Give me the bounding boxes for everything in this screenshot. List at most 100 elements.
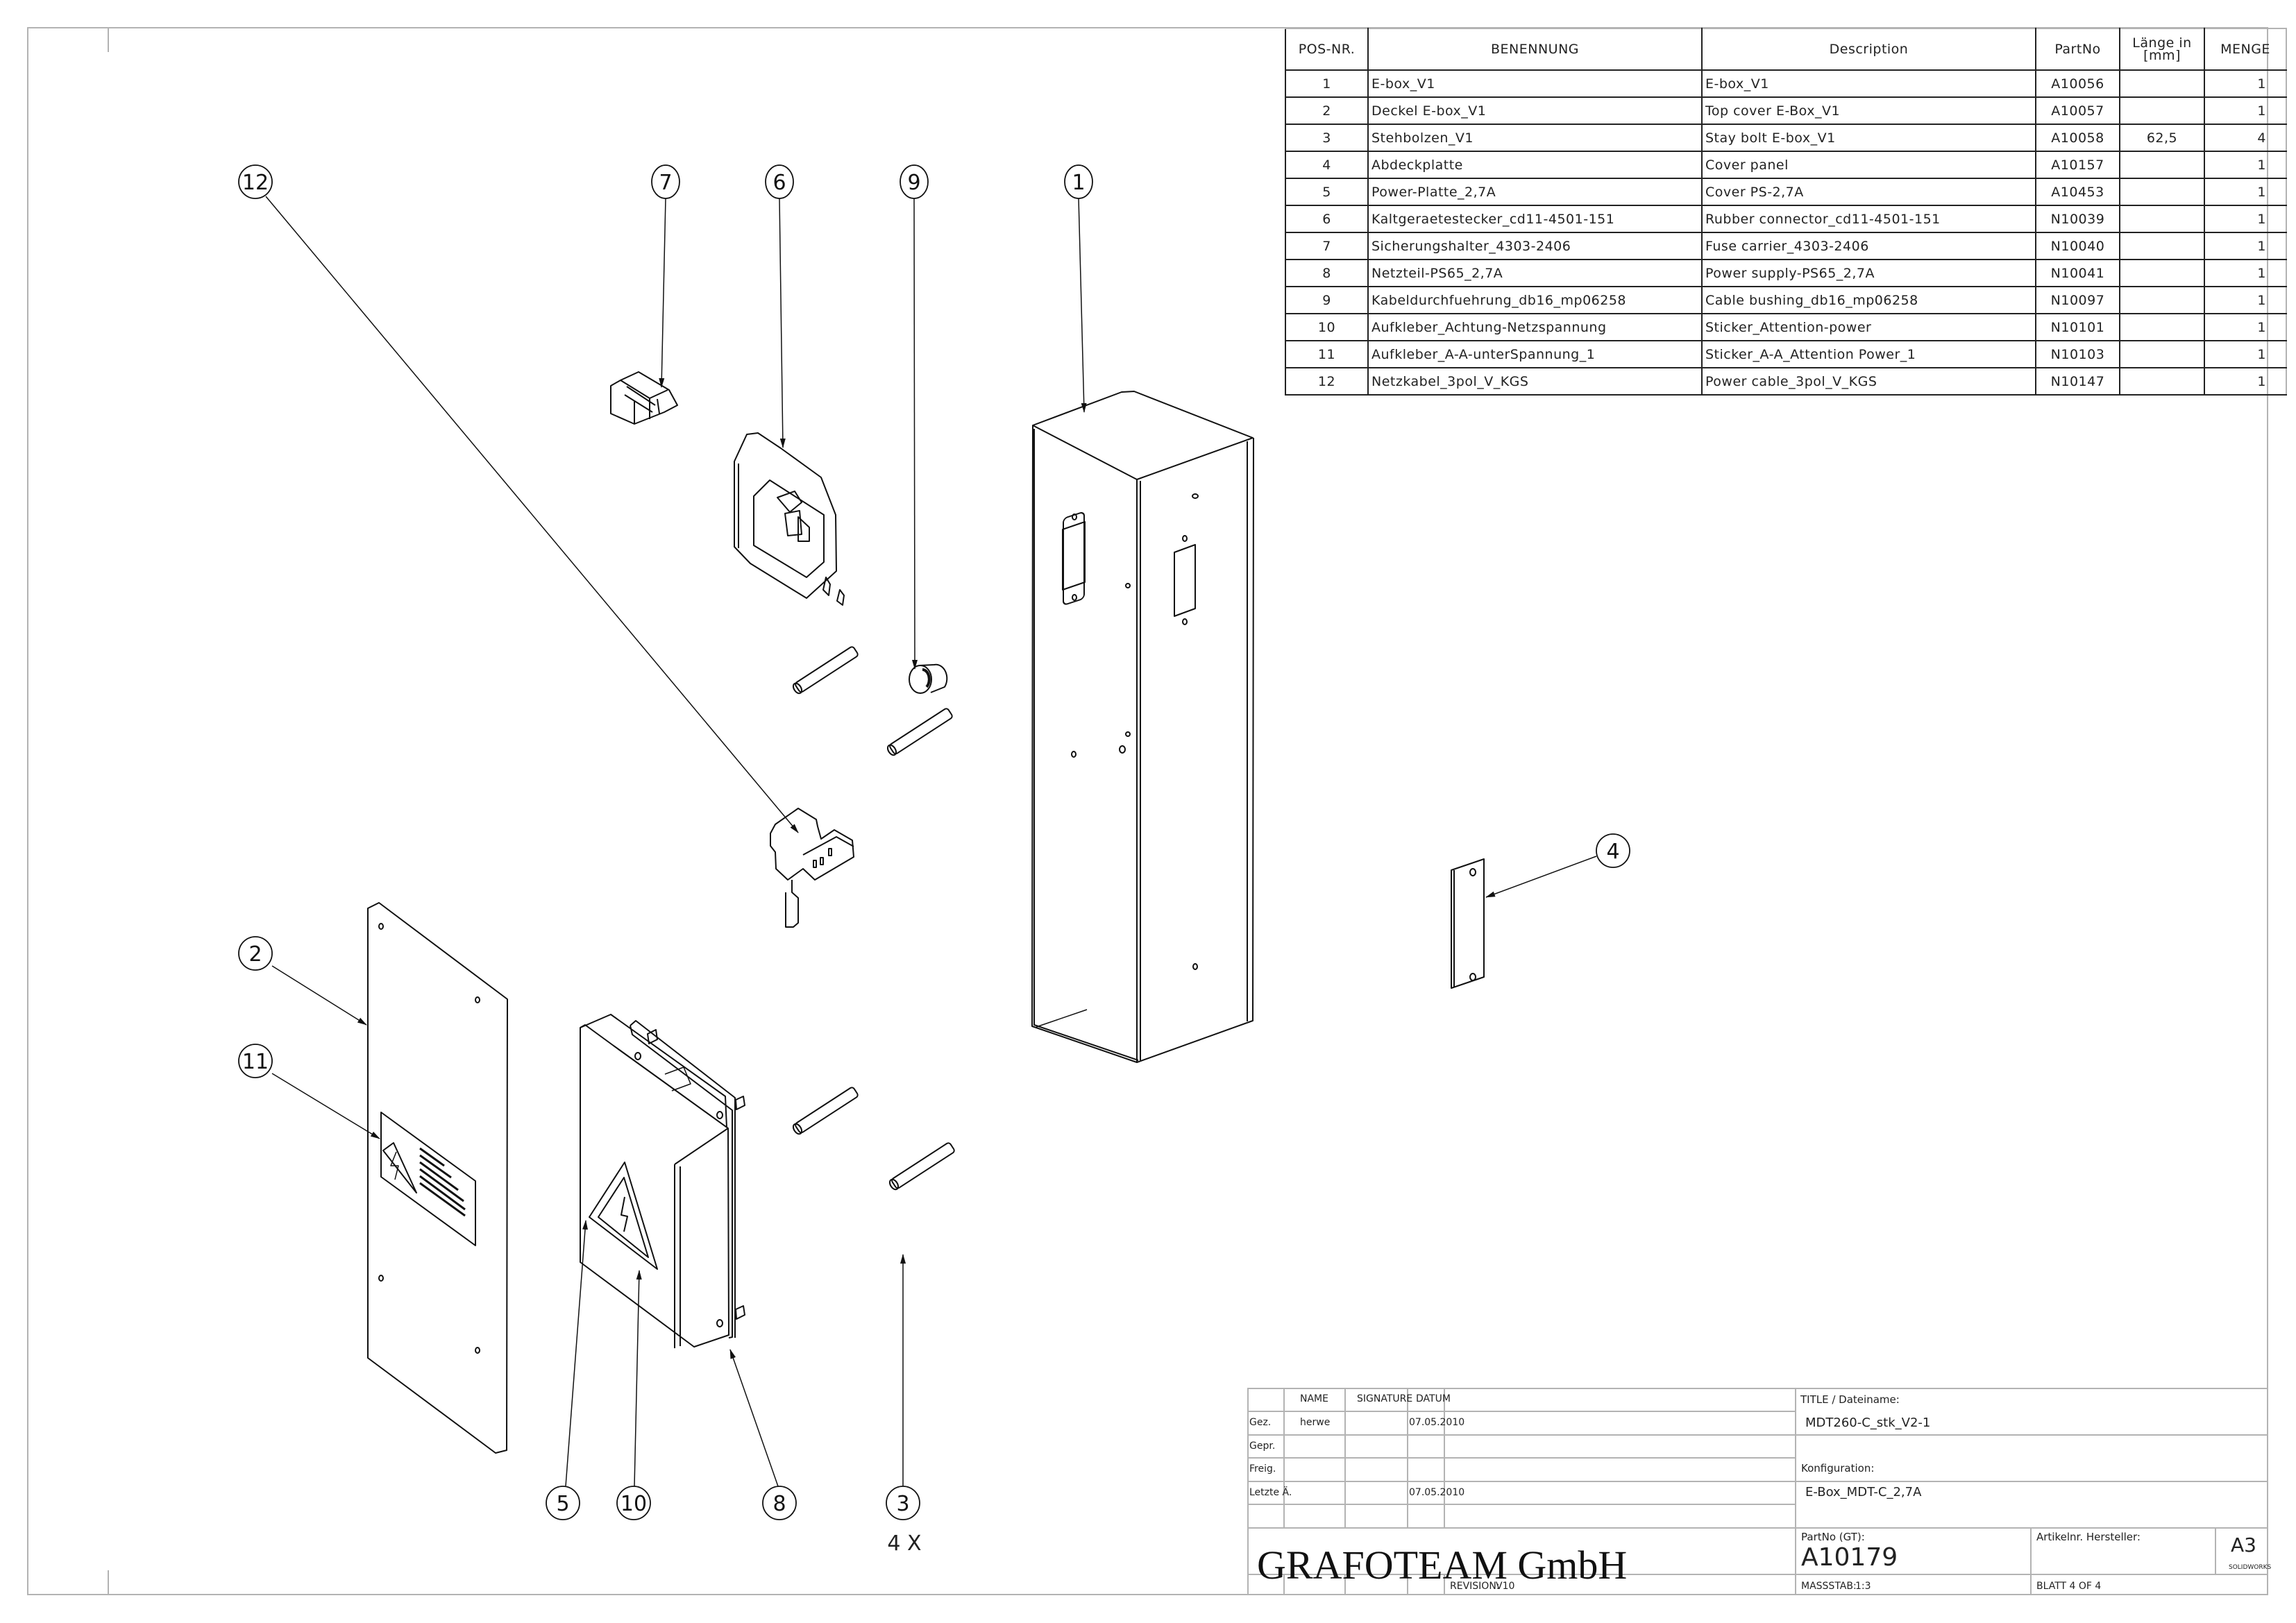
bom-cell-laenge [2119, 259, 2205, 287]
bom-cell-partno: N10040 [2035, 232, 2120, 260]
bom-table: POS-NR. BENENNUNG Description PartNo Län… [1285, 28, 2287, 396]
bom-cell-pos: 8 [1285, 259, 1369, 287]
balloon-label: 8 [773, 1492, 786, 1516]
balloon-1: 1 [1064, 164, 1093, 199]
tb-col-signature: SIGNATURE [1357, 1393, 1413, 1404]
balloon-label: 10 [621, 1492, 647, 1516]
border-tick [108, 27, 109, 52]
balloon-label: 5 [556, 1492, 569, 1516]
tb-col-datum: DATUM [1416, 1393, 1451, 1404]
bom-cell-benennung: Aufkleber_A-A-unterSpannung_1 [1367, 340, 1703, 368]
title-label: TITLE / Dateiname: [1800, 1393, 1900, 1406]
balloon-circle [546, 1486, 580, 1520]
bom-cell-laenge [2119, 367, 2205, 396]
bom-cell-pos: 9 [1285, 286, 1369, 314]
bom-cell-benennung: Kabeldurchfuehrung_db16_mp06258 [1367, 286, 1703, 314]
bom-cell-partno: A10057 [2035, 96, 2120, 125]
leader-7 [659, 198, 666, 388]
bom-cell-menge: 4 [2204, 124, 2287, 152]
bom-cell-partno: A10058 [2035, 124, 2120, 152]
leader-6 [779, 198, 786, 448]
software-label: SOLIDWORKS [2229, 1564, 2272, 1571]
scale-value: 1:3 [1855, 1581, 1871, 1592]
company-name: GRAFOTEAM GmbH [1257, 1543, 1628, 1588]
part-ebox [1031, 391, 1254, 1063]
bom-cell-partno: N10147 [2035, 367, 2120, 396]
part-sticker-attention [380, 1112, 476, 1246]
balloon-circle [238, 1044, 273, 1078]
border-tick [108, 1570, 109, 1595]
tb-row-label: Freig. [1249, 1463, 1276, 1475]
balloon-label: 2 [248, 942, 262, 967]
balloon-6: 6 [765, 164, 794, 199]
partno-label: PartNo (GT): [1801, 1531, 1865, 1543]
bom-cell-benennung: Deckel E-box_V1 [1367, 96, 1703, 125]
bom-cell-description: Cover PS-2,7A [1701, 178, 2036, 206]
balloon-11: 11 [238, 1044, 273, 1078]
tb-col-name: NAME [1300, 1393, 1328, 1404]
leader-12 [265, 196, 799, 833]
bom-cell-pos: 2 [1285, 96, 1369, 125]
bom-cell-partno: A10157 [2035, 151, 2120, 179]
bom-cell-description: Rubber connector_cd11-4501-151 [1701, 205, 2036, 233]
quantity-note: 4 X [887, 1531, 921, 1556]
balloon-circle [238, 164, 273, 199]
part-power-supply [580, 1014, 745, 1348]
balloon-circle [1596, 833, 1630, 868]
config-label: Konfiguration: [1801, 1462, 1875, 1475]
bom-cell-menge: 1 [2204, 151, 2287, 179]
bom-cell-menge: 1 [2204, 313, 2287, 341]
balloon-3: 3 [886, 1486, 920, 1520]
balloon-label: 4 [1606, 840, 1619, 864]
bom-cell-description: Power supply-PS65_2,7A [1701, 259, 2036, 287]
bom-cell-pos: 11 [1285, 340, 1369, 368]
manufacturer-label: Artikelnr. Hersteller: [2036, 1531, 2141, 1543]
bom-cell-laenge: 62,5 [2119, 124, 2205, 152]
balloon-9: 9 [900, 164, 929, 199]
leader-11 [271, 1073, 380, 1139]
bom-cell-partno: N10041 [2035, 259, 2120, 287]
balloon-label: 9 [907, 171, 920, 195]
bom-cell-pos: 1 [1285, 69, 1369, 98]
bom-cell-laenge [2119, 340, 2205, 368]
drawing-border [27, 27, 2268, 1595]
bom-cell-benennung: Stehbolzen_V1 [1367, 124, 1703, 152]
balloon-label: 3 [896, 1492, 909, 1516]
leader-10 [634, 1270, 642, 1487]
part-power-cable [770, 808, 854, 928]
balloon-label: 7 [659, 171, 672, 195]
balloon-label: 11 [242, 1050, 269, 1074]
config-value: E-Box_MDT-C_2,7A [1805, 1485, 1922, 1499]
tb-row-label: Letzte Ä. [1249, 1486, 1292, 1498]
bom-cell-benennung: Kaltgeraetestecker_cd11-4501-151 [1367, 205, 1703, 233]
balloon-10: 10 [616, 1486, 651, 1520]
partno-value: A10179 [1801, 1543, 1898, 1572]
bom-cell-pos: 6 [1285, 205, 1369, 233]
leader-4 [1485, 856, 1597, 898]
balloon-2: 2 [238, 936, 273, 971]
bom-cell-menge: 1 [2204, 286, 2287, 314]
bom-cell-pos: 5 [1285, 178, 1369, 206]
revision-value: V10 [1496, 1581, 1515, 1592]
bom-cell-benennung: Abdeckplatte [1367, 151, 1703, 179]
bom-cell-pos: 4 [1285, 151, 1369, 179]
balloon-label: 12 [242, 171, 269, 195]
balloon-label: 1 [1072, 171, 1085, 195]
balloon-circle [651, 164, 680, 199]
tb-row-label: Gepr. [1249, 1440, 1276, 1452]
bom-cell-description: Cover panel [1701, 151, 2036, 179]
tb-row-name: herwe [1300, 1417, 1331, 1428]
bom-header-partno: PartNo [2035, 28, 2120, 71]
bom-cell-laenge [2119, 313, 2205, 341]
balloon-12: 12 [238, 164, 273, 199]
leader-lines [265, 196, 1597, 1487]
revision-label: REVISION: [1450, 1581, 1500, 1592]
balloon-5: 5 [546, 1486, 580, 1520]
bom-cell-benennung: Netzkabel_3pol_V_KGS [1367, 367, 1703, 396]
